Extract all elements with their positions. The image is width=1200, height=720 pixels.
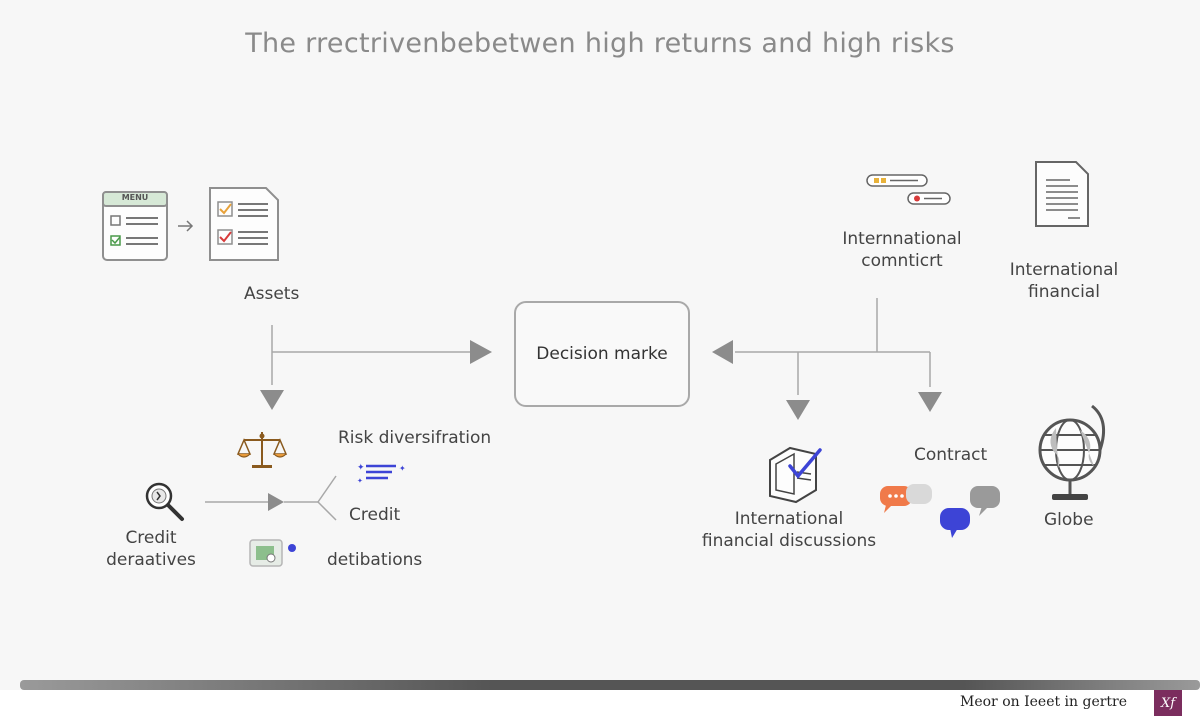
page-title: The rrectrivenbebetwen high returns and … — [245, 28, 955, 59]
footer-logo[interactable]: Xf — [1154, 690, 1182, 716]
contract-label: Contract — [914, 445, 988, 465]
footer-divider — [20, 680, 1200, 690]
footer-text[interactable]: Meor on Ieeet in gertre — [960, 694, 1128, 710]
fork-down-line — [317, 501, 337, 521]
svg-text:✦: ✦ — [357, 477, 363, 485]
fork-up-line — [317, 475, 337, 503]
menu-label: MENU — [121, 193, 149, 202]
footer-bar — [0, 690, 1200, 720]
decision-box: Decision marke — [514, 301, 690, 407]
detibations-label: detibations — [327, 550, 423, 570]
intl-financial-label: International financial — [1009, 260, 1119, 302]
svg-text:✦: ✦ — [357, 463, 365, 473]
credit-derivatives-label: Credit deraatives — [106, 528, 196, 570]
risk-div-label: Risk diversifration — [338, 428, 492, 448]
decision-label: Decision marke — [536, 344, 668, 364]
credit-label: Credit — [349, 505, 401, 525]
disc-down-arrow — [786, 400, 810, 420]
assets-right-arrow — [470, 340, 492, 364]
intl-conflict-label: Internnational comnticrt — [842, 229, 962, 271]
assets-down-arrow — [260, 390, 284, 410]
svg-text:✦: ✦ — [399, 464, 406, 473]
intl-discussions-label: International financial discussions — [701, 509, 877, 551]
globe-label: Globe — [1044, 510, 1094, 530]
credit-branch-arrow — [268, 493, 284, 511]
decision-left-arrow — [712, 340, 733, 364]
contract-down-arrow — [918, 392, 942, 412]
assets-label: Assets — [244, 284, 300, 304]
